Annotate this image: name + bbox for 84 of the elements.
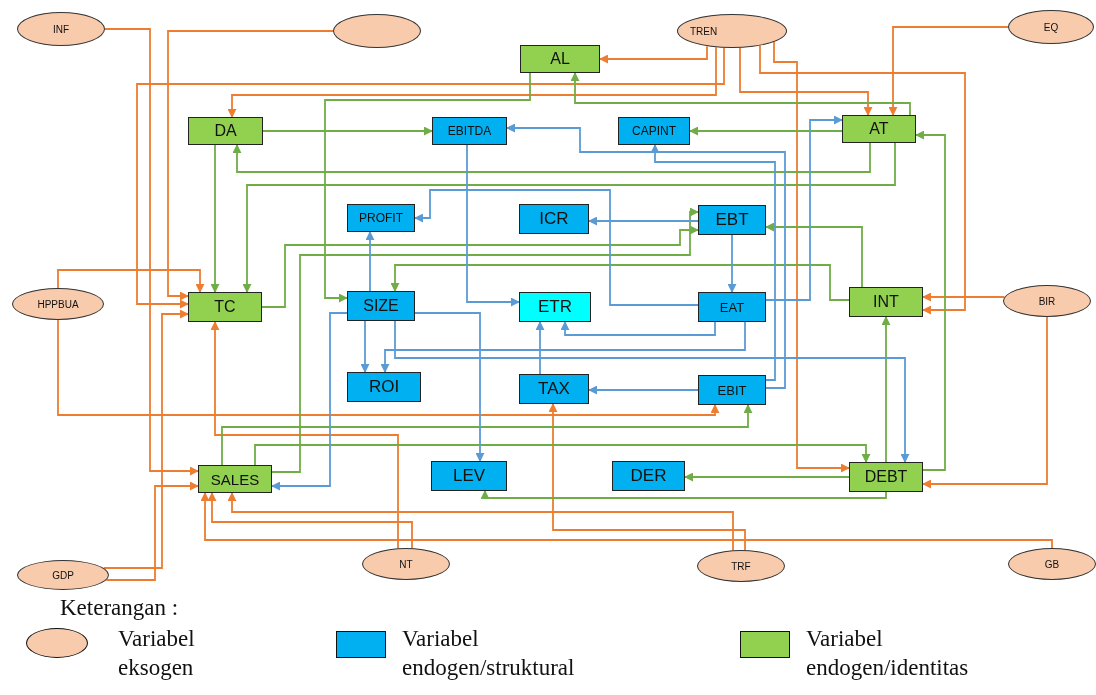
arrow xyxy=(684,472,850,482)
variable-box: ROI xyxy=(347,372,421,402)
arrow xyxy=(380,321,746,373)
arrow xyxy=(102,309,189,569)
variable-ellipse: HPPBUA xyxy=(12,288,104,320)
arrow xyxy=(888,26,1009,116)
arrow xyxy=(262,126,433,136)
arrow xyxy=(739,46,873,116)
variable-box: PROFIT xyxy=(347,204,415,232)
legend-heading: Keterangan : xyxy=(60,594,179,622)
arrow xyxy=(915,130,946,471)
arrow xyxy=(394,320,910,463)
variable-box: EBITDA xyxy=(432,117,507,145)
arrow xyxy=(506,123,786,389)
arrow xyxy=(232,142,871,173)
variable-ellipse: GB xyxy=(1008,548,1096,580)
variable-box: EBIT xyxy=(698,375,766,405)
legend-text: Variabel endogen/identitas xyxy=(806,625,970,682)
variable-ellipse: TRF xyxy=(697,550,785,582)
legend-text: Variabel endogen/struktural xyxy=(402,625,576,682)
arrow xyxy=(535,321,545,375)
variable-box: INT xyxy=(849,287,923,317)
variable-box: EAT xyxy=(698,292,766,322)
arrow xyxy=(881,316,891,463)
arrow xyxy=(650,144,776,381)
arrow xyxy=(765,115,843,301)
arrow xyxy=(414,189,699,306)
arrow xyxy=(360,320,370,373)
variable-box: SIZE xyxy=(347,291,415,321)
arrow xyxy=(57,319,720,416)
variable-box: DER xyxy=(612,461,685,491)
variable-box: DA xyxy=(188,117,263,145)
arrow xyxy=(210,321,399,550)
arrow xyxy=(136,46,725,309)
variable-box: CAPINT xyxy=(618,117,690,145)
arrow xyxy=(57,269,205,293)
arrow xyxy=(221,404,753,466)
variable-ellipse: INF xyxy=(17,12,105,46)
arrow xyxy=(227,46,717,118)
variable-ellipse: EQ xyxy=(1008,10,1094,44)
variable-ellipse: BIR xyxy=(1003,285,1091,317)
arrow xyxy=(200,492,1053,549)
variable-box: EBT xyxy=(698,205,766,235)
arrow xyxy=(254,444,871,466)
arrow xyxy=(560,321,716,336)
arrow xyxy=(242,142,896,293)
arrow xyxy=(922,316,1048,489)
arrow xyxy=(588,216,699,226)
variable-box: TC xyxy=(188,292,262,322)
arrow xyxy=(570,72,911,116)
arrow xyxy=(588,385,699,395)
arrow xyxy=(104,28,199,476)
arrow xyxy=(227,492,734,552)
arrow xyxy=(271,312,348,491)
arrow xyxy=(480,490,887,500)
variable-box: TAX xyxy=(519,374,589,404)
arrow xyxy=(271,207,699,473)
arrow xyxy=(261,225,699,308)
arrow xyxy=(759,44,966,315)
arrow xyxy=(689,126,843,136)
variable-box: LEV xyxy=(431,461,507,491)
arrow xyxy=(167,30,334,301)
variable-ellipse: NT xyxy=(362,548,450,580)
arrow xyxy=(922,292,1006,302)
arrow xyxy=(207,492,413,550)
variable-box: AT xyxy=(842,115,916,143)
arrow xyxy=(548,403,746,551)
arrow xyxy=(210,144,220,293)
variable-box: AL xyxy=(520,45,600,73)
arrow xyxy=(324,72,531,303)
variable-box: ICR xyxy=(519,204,589,234)
variable-box: ETR xyxy=(519,292,591,322)
variable-ellipse: GDP xyxy=(17,560,109,590)
legend-text: Variabel eksogen xyxy=(118,625,196,682)
arrow xyxy=(727,234,737,293)
arrow xyxy=(466,144,520,307)
arrow xyxy=(414,312,485,462)
variable-box: DEBT xyxy=(849,462,923,492)
arrow xyxy=(390,264,850,301)
arrow xyxy=(765,222,863,288)
variable-box: SALES xyxy=(198,465,272,493)
arrow xyxy=(773,41,850,473)
arrow xyxy=(365,231,375,292)
variable-ellipse: TREN xyxy=(677,14,787,48)
